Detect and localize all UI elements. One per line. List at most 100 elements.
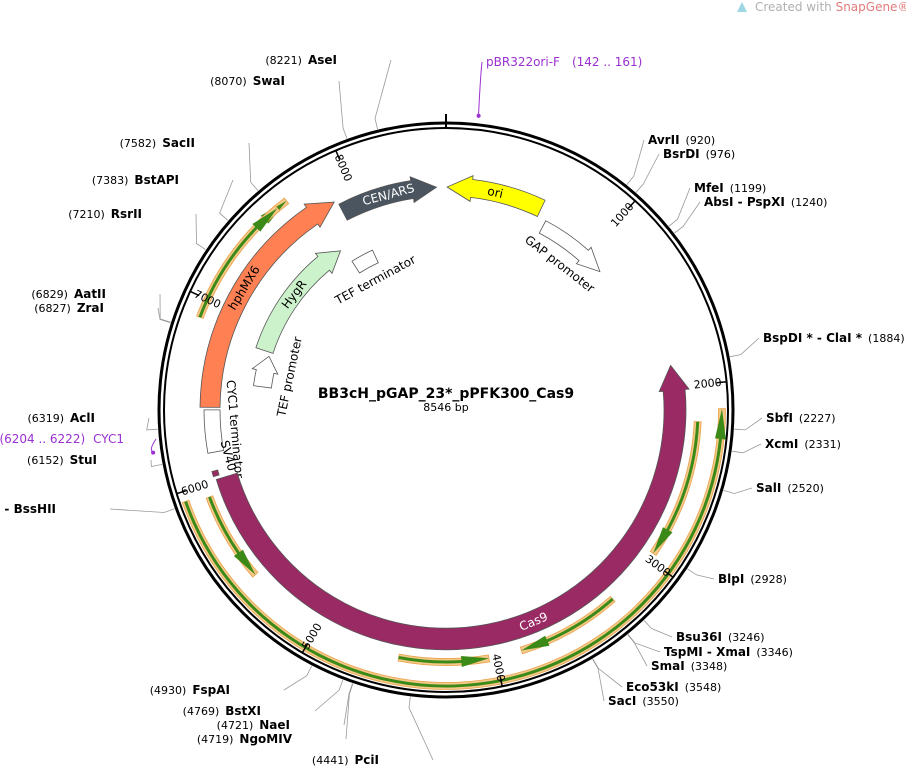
site-pos: (2520) xyxy=(787,482,824,495)
watermark-brand: SnapGene® xyxy=(836,0,906,14)
svg-text:Created with SnapGene®: Created with SnapGene® xyxy=(755,0,906,14)
feature-cas9[interactable] xyxy=(215,364,690,651)
site-bsrdi[interactable]: BsrDI(976) xyxy=(635,147,736,193)
site-label: (4769)BstXI xyxy=(183,704,261,718)
site-name: FspAI xyxy=(192,683,230,697)
site-smai[interactable]: SmaI(3348) xyxy=(627,634,728,673)
feature-cen-ars[interactable] xyxy=(338,176,438,221)
primer-binding-mark xyxy=(151,450,156,455)
site-leader-line xyxy=(626,139,645,185)
site-label: (4930)FspAI xyxy=(150,683,230,697)
primer-label: (6204 .. 6222)CYC1 xyxy=(0,432,124,446)
site-leader-line xyxy=(687,568,715,580)
feature-gap-promoter[interactable] xyxy=(538,220,601,273)
site-name: AscI - BssHII xyxy=(0,502,56,516)
site-name: MfeI xyxy=(694,181,724,195)
snapgene-watermark: Created with SnapGene® xyxy=(737,0,906,14)
site-leader-line xyxy=(314,679,344,712)
tick-mark xyxy=(716,380,727,384)
site-name: Bsu36I xyxy=(676,630,722,644)
site-bstxi[interactable]: (4769)BstXI xyxy=(183,679,344,718)
site-eco53ki[interactable]: Eco53kI (3548) xyxy=(592,658,721,694)
primer-pbr322ori-f[interactable]: pBR322ori-F(142 .. 161) xyxy=(476,55,643,118)
site-leader-line xyxy=(643,620,673,638)
orf-halo xyxy=(181,408,726,690)
site-leader-line xyxy=(345,683,354,740)
site-rsrii[interactable]: (7210)RsrII xyxy=(68,207,206,250)
feature-hphmx6[interactable] xyxy=(199,201,335,408)
site-pos: (7582) xyxy=(120,137,157,150)
site-label: SalI (2520) xyxy=(756,481,824,495)
site-leader-line xyxy=(150,459,163,467)
site-label: Eco53kI (3548) xyxy=(626,680,721,694)
site-label: MfeI(1199) xyxy=(694,181,766,195)
site-name: SacI xyxy=(608,694,636,708)
site-sali[interactable]: SalI (2520) xyxy=(723,481,824,495)
site-ngomiv[interactable]: (4719)NgoMIV xyxy=(197,683,354,746)
site-leader-line xyxy=(338,80,348,139)
site-name: SwaI xyxy=(253,74,285,88)
site-name: AseI xyxy=(308,53,337,67)
site-name: SalI xyxy=(756,481,781,495)
site-pos: (1240) xyxy=(791,196,828,209)
site-absi-pspxi[interactable]: AbsI - PspXI(1240) xyxy=(674,195,828,234)
site-name: BstAPI xyxy=(134,173,179,187)
site-fspai[interactable]: (4930)FspAI xyxy=(150,665,313,697)
site-bsu36i[interactable]: Bsu36I (3246) xyxy=(643,620,765,645)
orf-arrow xyxy=(208,496,256,575)
site-leader-line xyxy=(723,487,753,494)
site-blpi[interactable]: BlpI(2928) xyxy=(687,568,787,586)
site-naei[interactable]: (4721)NaeI xyxy=(217,683,353,733)
site-leader-line xyxy=(627,634,648,667)
site-pos: (3246) xyxy=(728,631,765,644)
feature-tef-promoter[interactable] xyxy=(251,355,279,389)
watermark-prefix: Created with xyxy=(755,0,836,14)
site-leader-line xyxy=(343,683,353,726)
feature-hygr[interactable] xyxy=(255,250,342,354)
site-avrii[interactable]: AvrII(920) xyxy=(626,133,715,185)
feature-sv40-nls[interactable] xyxy=(211,469,220,478)
site-zrai[interactable]: (6827)ZraI xyxy=(34,301,171,324)
site-label: (7582)SacII xyxy=(120,136,195,150)
site-tspmi-xmai[interactable]: TspMI - XmaI(3346) xyxy=(627,634,793,659)
site-label: (8070)SwaI xyxy=(210,74,285,88)
site-label: (7383)BstAPI xyxy=(92,173,179,187)
site-stui[interactable]: (6152)StuI xyxy=(27,453,163,467)
site-layer: (8221)AseI(8070)SwaI (7582)SacII (7383)Bst… xyxy=(0,53,905,767)
site-aatii[interactable]: (6829)AatII xyxy=(31,287,171,323)
site-sacii[interactable]: (7582)SacII xyxy=(120,136,259,191)
site-name: AatII xyxy=(74,287,106,301)
site-pos: (3548) xyxy=(685,681,722,694)
site-name: PciI xyxy=(355,753,380,767)
site-pos: (976) xyxy=(706,148,736,161)
site-sbfi[interactable]: SbfI(2227) xyxy=(734,411,836,431)
feature-ori[interactable] xyxy=(446,174,546,218)
site-pcii[interactable]: (4441)PciI xyxy=(312,696,434,767)
site-acli[interactable]: (6319)AclI xyxy=(27,411,158,431)
site-leader-line xyxy=(635,153,660,193)
site-xcmi[interactable]: XcmI(2331) xyxy=(732,437,841,454)
primer-range: (6204 .. 6222) xyxy=(0,432,85,446)
site-name: Eco53kI xyxy=(626,680,679,694)
site-leader-line xyxy=(219,179,234,221)
site-name: NaeI xyxy=(259,718,290,732)
tick-mark xyxy=(499,676,503,687)
feature-tef-terminator[interactable] xyxy=(351,249,379,274)
tick-label: 6000 xyxy=(180,478,211,499)
primer-leader xyxy=(477,61,483,118)
site-name: StuI xyxy=(70,453,97,467)
site-leader-line xyxy=(157,307,171,324)
site-asei[interactable]: (8221)AseI xyxy=(265,53,392,130)
site-bstapi[interactable]: (7383)BstAPI xyxy=(92,173,234,221)
feature-cyc1-terminator[interactable] xyxy=(203,409,225,454)
site-mfei[interactable]: MfeI(1199) xyxy=(668,181,766,227)
site-label: (5935)AscI - BssHII xyxy=(0,502,56,516)
feature-label-tef-promoter: TEF promoter xyxy=(274,335,305,418)
site-bspdi-clai[interactable]: BspDI * - ClaI *(1884) xyxy=(729,331,905,358)
site-swai[interactable]: (8070)SwaI xyxy=(210,74,348,139)
site-label: (4719)NgoMIV xyxy=(197,732,293,746)
primer-cyc1[interactable]: (6204 .. 6222)CYC1 xyxy=(0,432,157,455)
site-asci-bsshii[interactable]: (5935)AscI - BssHII xyxy=(0,502,175,516)
site-saci[interactable]: SacI(3550) xyxy=(592,658,679,708)
site-pos: (2331) xyxy=(804,438,841,451)
